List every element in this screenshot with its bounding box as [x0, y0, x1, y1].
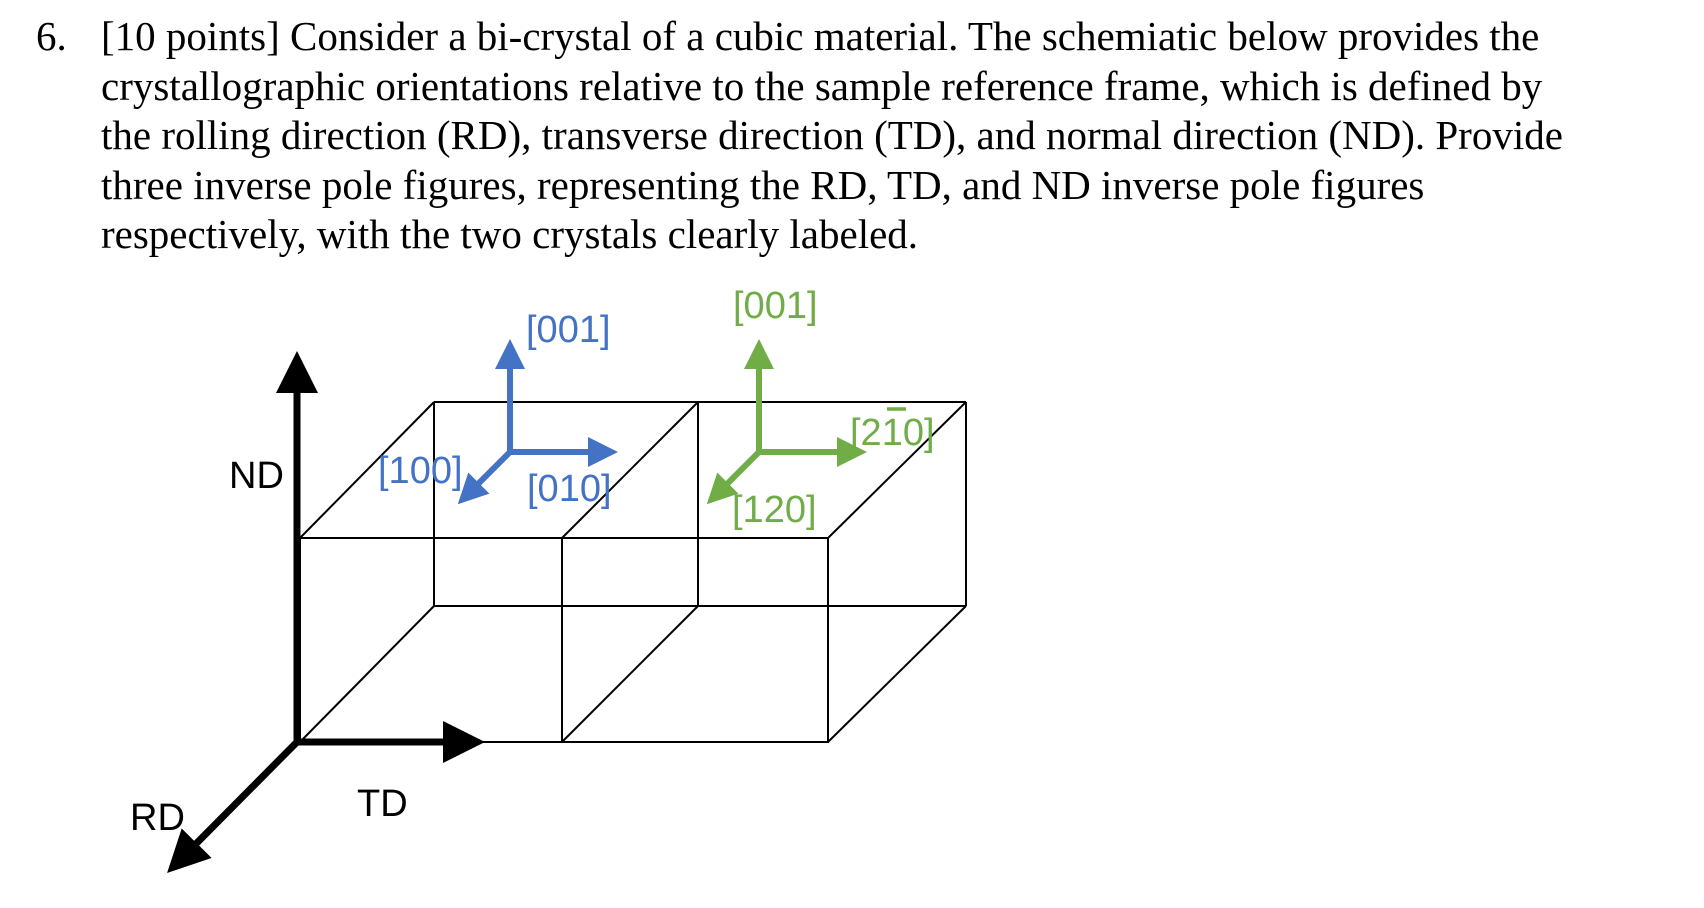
box-front-face [299, 537, 829, 743]
crystal2-2-10-label-end: 0] [903, 412, 935, 454]
sample-axes: ND TD RD [130, 351, 485, 873]
crystal2-2-10-label: [210] [850, 412, 935, 454]
problem-line-4: three inverse pole figures, representing… [101, 161, 1425, 208]
box-bottom-right-edge [827, 605, 967, 743]
crystal2-120-arrow [706, 449, 762, 505]
problem-line-2: crystallographic orientations relative t… [101, 62, 1543, 109]
rd-label: RD [130, 797, 185, 839]
crystal1-010-label: [010] [527, 468, 612, 510]
crystal-2-axes: [001] [210] [120] [706, 285, 935, 531]
problem-line-5: respectively, with the two crystals clea… [101, 211, 919, 257]
crystal1-001-label: [001] [526, 309, 611, 351]
problem-number: 6. [36, 13, 67, 59]
crystal2-2-10-label-barred-digit: 1 [882, 412, 903, 454]
problem-line-3: the rolling direction (RD), transverse d… [101, 112, 1563, 158]
crystal2-2-10-label-start: [2 [850, 412, 882, 454]
crystal1-100-arrow [457, 449, 513, 505]
box-top-left-edge [299, 401, 435, 539]
problem-line-1: [10 points] Consider a bi-crystal of a c… [101, 13, 1540, 59]
crystal2-120-label: [120] [732, 489, 817, 531]
rd-axis-arrow [167, 739, 300, 873]
box-top-mid-edge [561, 401, 699, 539]
box-bottom-mid-edge [561, 605, 699, 743]
crystal2-001-label: [001] [733, 285, 818, 327]
box-bottom-left-edge [299, 605, 435, 743]
nd-label: ND [229, 455, 284, 497]
box-top-right-edge [827, 401, 967, 539]
crystal-1-axes: [001] [010] [100] [378, 309, 618, 510]
td-label: TD [357, 783, 408, 825]
crystal1-100-label: [100] [378, 450, 463, 492]
